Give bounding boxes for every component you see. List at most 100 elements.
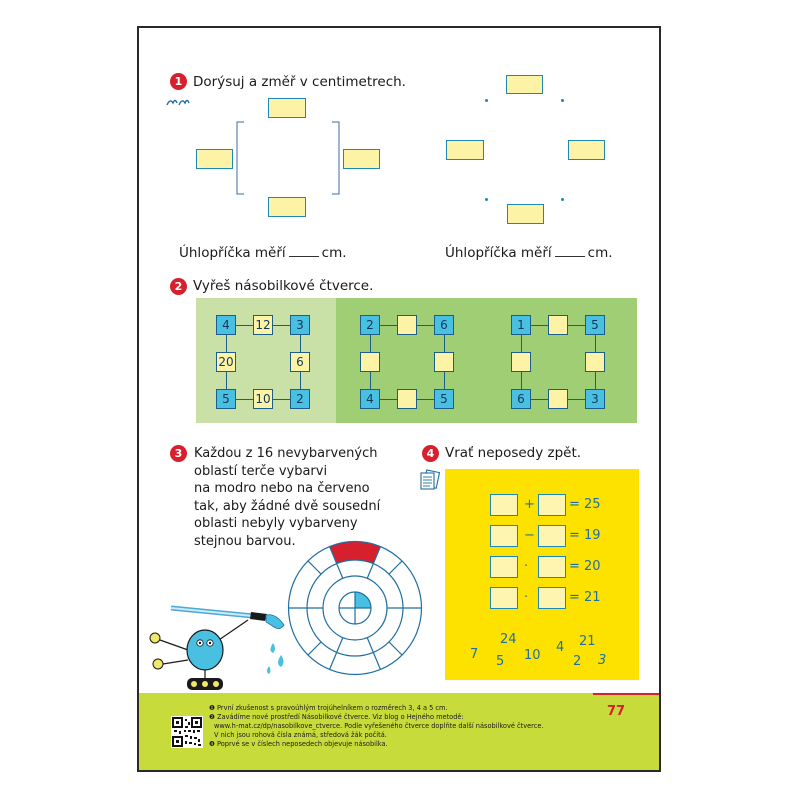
task-3-badge: 3	[170, 445, 187, 462]
page-number-rule	[593, 693, 659, 695]
answer-box[interactable]	[568, 140, 605, 160]
equation-result: = 20	[569, 559, 601, 574]
workbook-page: 1 Dorýsuj a změř v centimetrech. Úhlopří…	[137, 26, 661, 772]
connector-line	[273, 399, 290, 401]
floating-number: 4	[556, 640, 565, 655]
answer-box[interactable]	[343, 149, 380, 169]
task-3-text-line: tak, aby žádné dvě sousední	[194, 498, 381, 514]
floating-number: 10	[524, 648, 541, 663]
qr-code-icon	[171, 716, 203, 748]
equation-input-box[interactable]	[538, 556, 566, 578]
hands-icon	[166, 99, 190, 106]
answer-box[interactable]	[268, 98, 306, 118]
diagonal-line-left: Úhlopříčka měří cm.	[179, 244, 347, 261]
connector-line	[370, 372, 372, 389]
diagonal-label: Úhlopříčka měří	[445, 245, 552, 261]
corner-cell: 1	[511, 315, 531, 335]
answer-box[interactable]	[196, 149, 233, 169]
connector-line	[595, 372, 597, 389]
footer-band	[139, 693, 659, 770]
task-3-text-line: oblastí terče vybarvi	[194, 463, 328, 479]
corner-dot	[561, 99, 564, 102]
task-2-badge: 2	[170, 278, 187, 295]
answer-box[interactable]	[446, 140, 484, 160]
footnote: ❹ Poprvé se v číslech neposedech objevuj…	[209, 740, 388, 748]
diagonal-line-right: Úhlopříčka měří cm.	[445, 244, 613, 261]
equation-input-box[interactable]	[490, 494, 518, 516]
connector-line	[521, 335, 523, 352]
edge-cell: 20	[216, 352, 236, 372]
answer-box[interactable]	[268, 197, 306, 217]
edge-cell[interactable]	[585, 352, 605, 372]
corner-cell: 5	[585, 315, 605, 335]
worksheet-icon	[420, 469, 441, 490]
equation-operator: ·	[524, 559, 529, 574]
connector-line	[417, 325, 434, 327]
task-3-text-line: Každou z 16 nevybarvených	[194, 446, 378, 461]
connector-line	[568, 399, 585, 401]
edge-cell[interactable]	[511, 352, 531, 372]
connector-line	[300, 335, 302, 352]
corner-dot	[561, 198, 564, 201]
connector-line	[380, 399, 397, 401]
unit-label: cm.	[587, 245, 613, 261]
connector-line	[236, 325, 253, 327]
footnote: www.h-mat.cz/dp/nasobilkove_ctverce. Pod…	[214, 722, 544, 730]
corner-cell: 5	[434, 389, 454, 409]
unit-label: cm.	[321, 245, 347, 261]
task-1-badge: 1	[170, 73, 187, 90]
answer-box[interactable]	[507, 204, 544, 224]
connector-line	[531, 399, 548, 401]
edge-cell[interactable]	[360, 352, 380, 372]
equation-input-box[interactable]	[490, 587, 518, 609]
equation-result: = 25	[569, 497, 601, 512]
corner-cell: 2	[290, 389, 310, 409]
edge-cell[interactable]	[397, 389, 417, 409]
edge-cell[interactable]	[548, 389, 568, 409]
edge-cell: 10	[253, 389, 273, 409]
corner-cell: 4	[216, 315, 236, 335]
connector-line	[568, 325, 585, 327]
floating-number: 21	[579, 634, 596, 649]
equation-input-box[interactable]	[538, 587, 566, 609]
equation-result: = 19	[569, 528, 601, 543]
connector-line	[226, 372, 228, 389]
task-3-text-line: stejnou barvou.	[194, 533, 296, 549]
connector-line	[370, 335, 372, 352]
connector-line	[444, 372, 446, 389]
footnote: ❷ Zavádíme nové prostředí Násobilkové čt…	[209, 713, 464, 721]
equation-operator: −	[524, 528, 535, 543]
floating-number: 24	[500, 632, 517, 647]
equation-input-box[interactable]	[538, 525, 566, 547]
connector-line	[521, 372, 523, 389]
answer-box[interactable]	[506, 75, 543, 94]
connector-line	[380, 325, 397, 327]
connector-line	[273, 325, 290, 327]
edge-cell[interactable]	[397, 315, 417, 335]
task-2-title: Vyřeš násobilkové čtverce.	[193, 278, 374, 294]
answer-blank[interactable]	[288, 244, 319, 257]
corner-dot	[485, 99, 488, 102]
corner-cell: 2	[360, 315, 380, 335]
target-icon	[287, 540, 423, 676]
edge-cell[interactable]	[434, 352, 454, 372]
corner-cell: 5	[216, 389, 236, 409]
corner-cell: 4	[360, 389, 380, 409]
diagonal-label: Úhlopříčka měří	[179, 245, 286, 261]
task-4-badge: 4	[422, 445, 439, 462]
equation-input-box[interactable]	[490, 556, 518, 578]
corner-dot	[485, 198, 488, 201]
answer-blank[interactable]	[554, 244, 585, 257]
floating-number: 3	[598, 653, 607, 668]
corner-cell: 3	[585, 389, 605, 409]
equation-operator: +	[524, 497, 535, 512]
connector-line	[226, 335, 228, 352]
square-partial-drawing	[236, 121, 340, 195]
edge-cell: 6	[290, 352, 310, 372]
robot-painter-illustration	[149, 605, 285, 690]
floating-number: 5	[496, 654, 505, 669]
edge-cell[interactable]	[548, 315, 568, 335]
equation-input-box[interactable]	[490, 525, 518, 547]
equation-input-box[interactable]	[538, 494, 566, 516]
connector-line	[595, 335, 597, 352]
